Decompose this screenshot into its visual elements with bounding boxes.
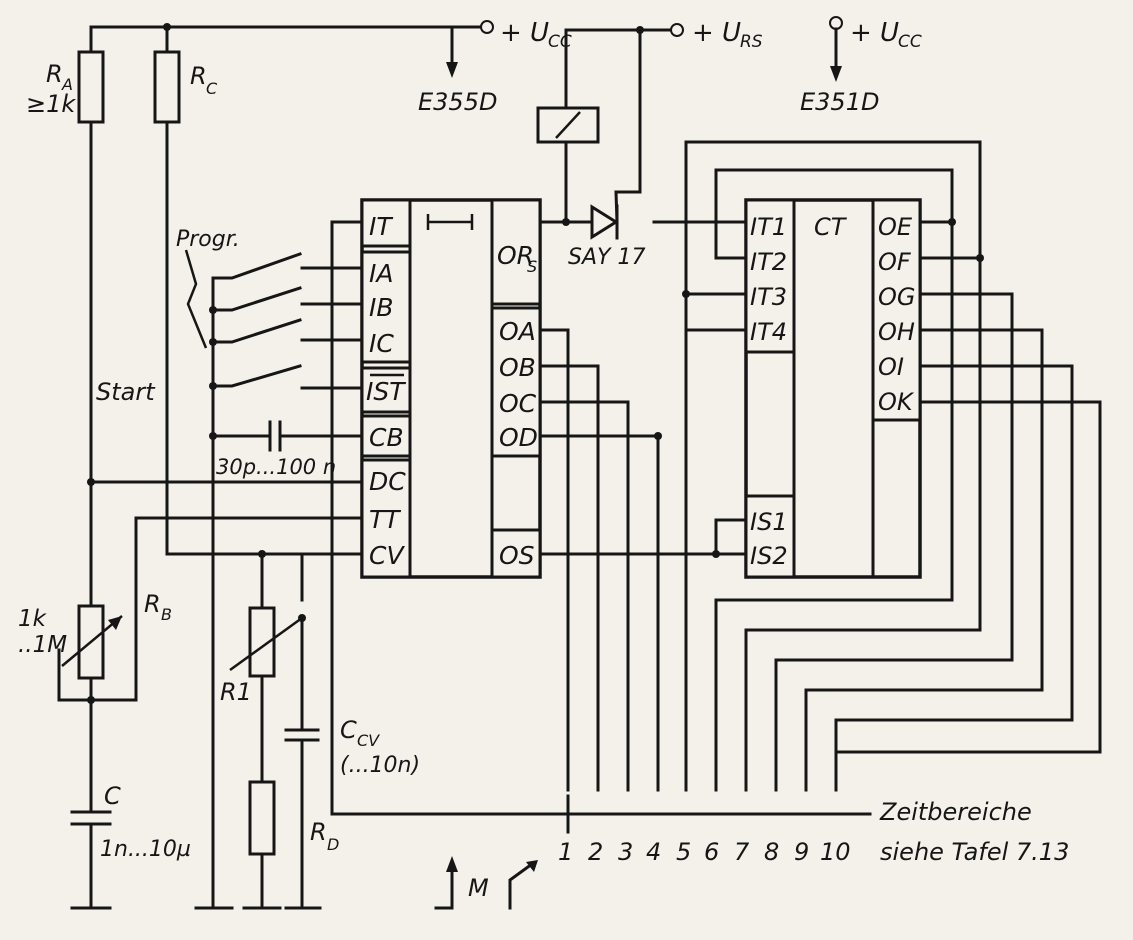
ic1-pin-it: IT: [369, 212, 393, 241]
c-value: 1n...10µ: [100, 837, 191, 862]
ranges-note-line1: Zeitbereiche: [879, 798, 1032, 826]
urs-label: + U: [692, 18, 741, 48]
output-numbers: 1 2 3 4 5 6 7 8 9 10: [558, 838, 851, 866]
ic2-pin-is2: IS2: [750, 542, 788, 570]
cb-capacitor: [211, 420, 364, 452]
ic1-pin-dc: DC: [369, 467, 406, 496]
ic1-pin-oc: OC: [499, 389, 537, 418]
ic1-pin-ib: IB: [369, 293, 394, 322]
ccv-sub: CV: [357, 731, 380, 750]
ic1-pin-ist: IST: [366, 377, 406, 406]
output-number: 5: [676, 838, 691, 866]
ra-sub: A: [61, 75, 73, 94]
ccv-capacitor: [284, 552, 322, 910]
diode-say17: [539, 190, 619, 240]
ground-symbol: [434, 856, 538, 910]
ra-resistor: [77, 50, 105, 608]
output-number: 6: [704, 838, 719, 866]
ccv-label: C: [340, 716, 357, 744]
ic1-pin-cb: CB: [369, 423, 404, 452]
ic1-pin-od: OD: [499, 423, 538, 452]
ra-value: ≥1k: [26, 90, 76, 118]
diode-label: SAY 17: [568, 245, 645, 270]
ic1-pin-oa: OA: [499, 317, 536, 346]
ucc-sub-1: CC: [548, 32, 572, 52]
rc-sub: C: [206, 79, 218, 98]
ic1-pin-or-sub: S: [527, 257, 537, 276]
rd-resistor: [242, 780, 282, 910]
rb-value-1: 1k: [18, 606, 48, 632]
ic2-pin-og: OG: [878, 283, 916, 311]
urs-terminal: [670, 23, 684, 37]
relay-coil: [536, 106, 600, 224]
output-lines: [538, 218, 1102, 792]
ic2-supply-arrow: [830, 66, 842, 82]
output-number: 10: [820, 838, 851, 866]
ic1-pin-ic: IC: [369, 329, 394, 358]
rb-label: R: [144, 590, 161, 618]
rd-sub: D: [327, 835, 339, 854]
ic1-pin-ob: OB: [499, 353, 536, 382]
ucc-terminal-2: [829, 16, 843, 30]
ic2-pin-oi: OI: [878, 353, 904, 381]
ic2-pin-it2: IT2: [750, 248, 787, 276]
ccv-value: (...10n): [340, 753, 420, 778]
ic2-pin-of: OF: [878, 248, 912, 276]
ucc-sub-2: CC: [898, 32, 922, 52]
start-label: Start: [96, 378, 156, 406]
ic1-pin-os: OS: [499, 541, 535, 570]
rb-value-2: ..1M: [18, 632, 67, 658]
ucc-label-1: + U: [500, 18, 549, 48]
output-number: 4: [646, 838, 661, 866]
ucc-terminal-1: [480, 20, 494, 34]
output-number: 2: [588, 838, 603, 866]
rd-label: R: [310, 818, 327, 846]
output-number: 3: [618, 838, 633, 866]
ground-label: M: [468, 874, 489, 902]
ic2-pin-oh: OH: [878, 318, 915, 346]
c-label: C: [104, 782, 121, 810]
ic2-name: E351D: [800, 88, 879, 116]
ic1-pin-ia: IA: [369, 259, 393, 288]
progr-label: Progr.: [176, 227, 240, 252]
r1-label: R1: [220, 678, 252, 706]
ic1-pin-or: OR: [497, 241, 534, 270]
ucc-label-2: + U: [850, 18, 899, 48]
ic2-pin-ok: OK: [878, 388, 915, 416]
ic2-pin-it4: IT4: [750, 318, 787, 346]
ic2-pin-oe: OE: [878, 213, 913, 241]
ic1-pin-cv: CV: [369, 541, 405, 570]
ic1-name: E355D: [418, 88, 497, 116]
ic1-box: [360, 198, 542, 579]
output-number: 8: [764, 838, 779, 866]
r1-potentiometer: [229, 550, 306, 784]
counter-inputs: [538, 140, 982, 558]
ranges-note-line2: siehe Tafel 7.13: [880, 838, 1069, 866]
ic2-pin-it1: IT1: [750, 213, 787, 241]
c-capacitor: [70, 698, 112, 910]
supply-rail: [89, 16, 843, 194]
ic1-pin-tt: TT: [369, 505, 401, 534]
ic2-box: [744, 198, 922, 579]
ic2-pin-it3: IT3: [750, 283, 787, 311]
ic2-counter-label: CT: [814, 213, 848, 241]
rc-resistor: [153, 50, 364, 556]
ic2-pin-is1: IS1: [750, 508, 788, 536]
output-number: 9: [794, 838, 809, 866]
rc-label: R: [190, 62, 207, 90]
urs-sub: RS: [740, 32, 763, 52]
ic1-supply-arrow: [446, 62, 458, 78]
output-number: 7: [734, 838, 750, 866]
rb-potentiometer: [57, 516, 364, 704]
output-number: 1: [558, 838, 573, 866]
ra-label: R: [46, 60, 63, 88]
cb-value: 30p...100 n: [216, 455, 336, 479]
rb-sub: B: [161, 605, 172, 624]
